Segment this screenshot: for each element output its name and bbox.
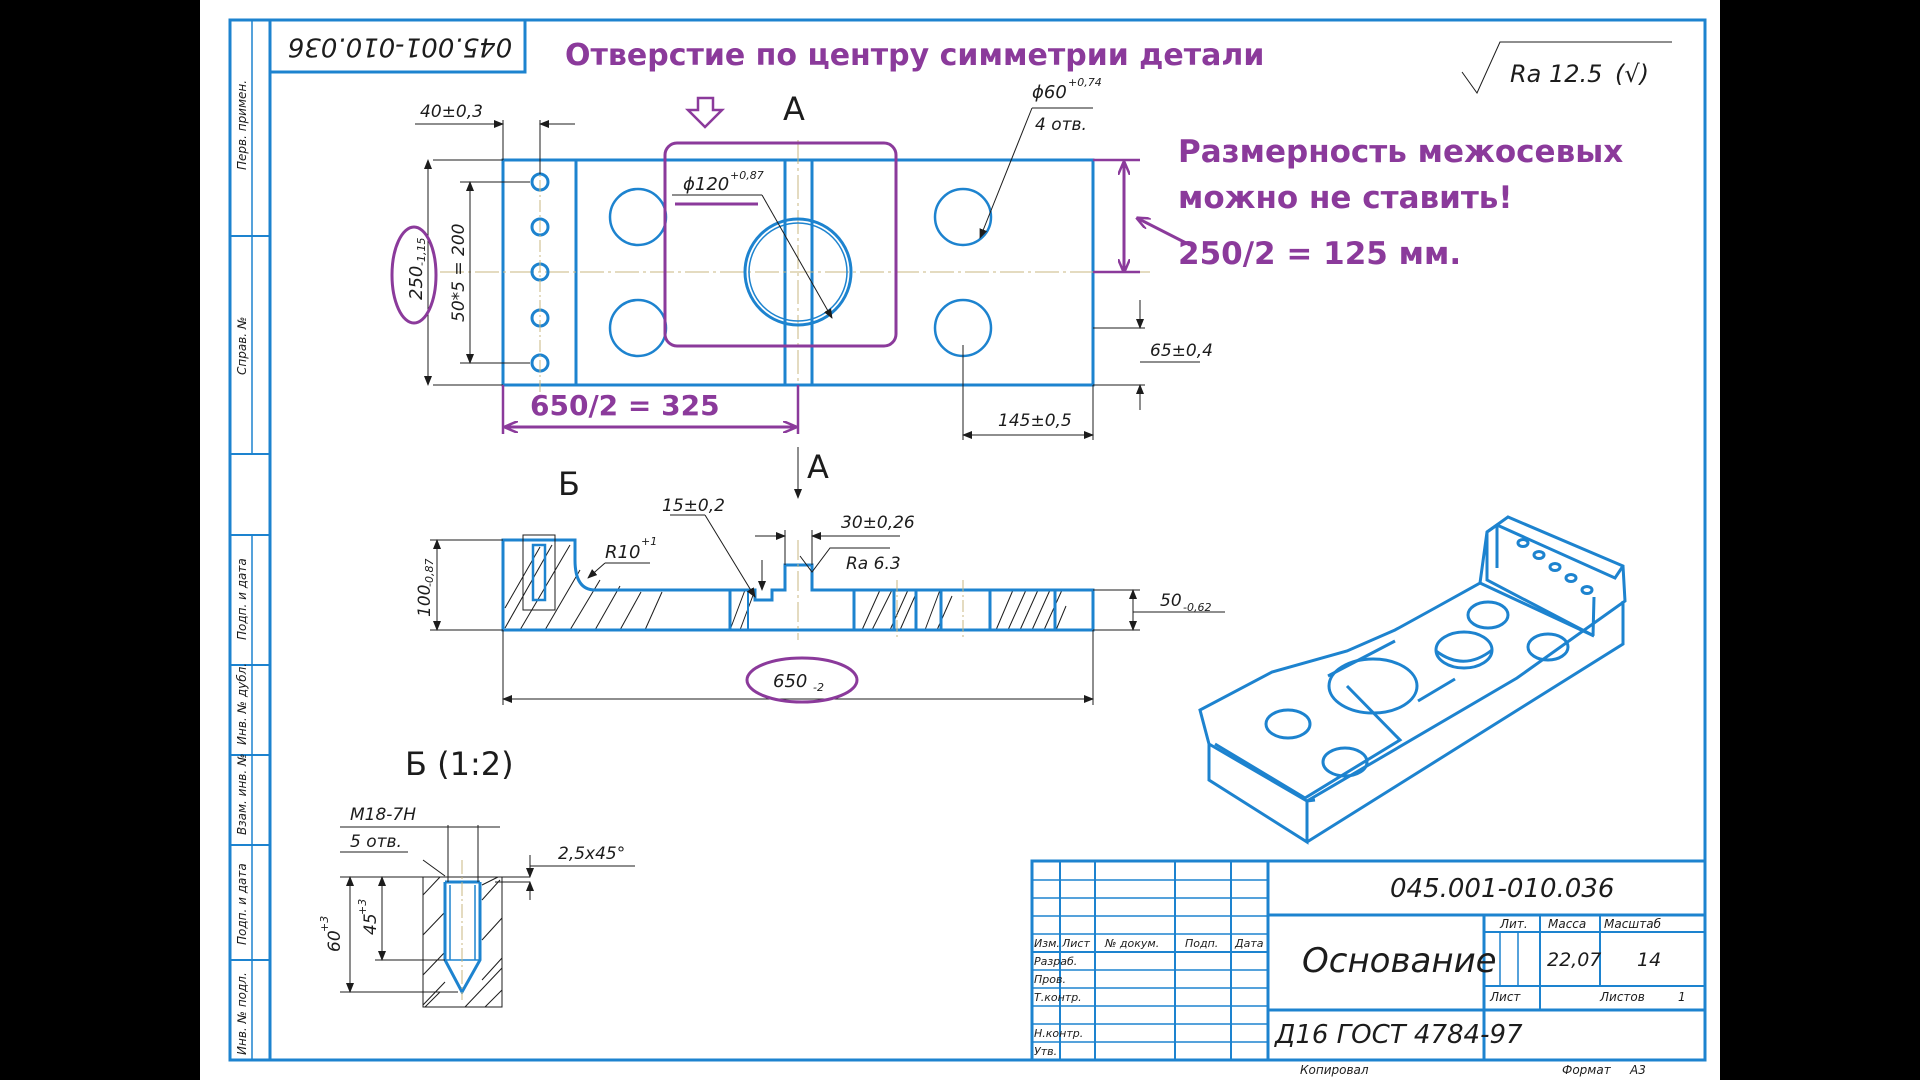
dim-d60-count: 4 отв. — [1035, 115, 1087, 135]
dim-30: 30±0,26 — [841, 513, 915, 533]
dim-50: 50 — [1160, 591, 1182, 611]
tb-role-6: Утв. — [1034, 1045, 1057, 1058]
tb-sheet-label: Лист — [1489, 990, 1521, 1004]
strip-label-5: Взам. инв. № — [235, 754, 249, 835]
dim-50-tol: -0,62 — [1183, 601, 1211, 614]
drawing-sheet: Перв. примен. Справ. № Подп. и дата Инв.… — [200, 0, 1720, 1080]
section-a-top: А — [783, 90, 805, 128]
dim-100-tol: -0,87 — [423, 559, 436, 587]
top-view — [440, 120, 1150, 400]
isometric-view — [1198, 515, 1627, 845]
tb-header-doc: № докум. — [1104, 937, 1159, 950]
strip-label-6: Подп. и дата — [235, 863, 249, 945]
dim-45-tol: +3 — [356, 899, 369, 915]
dim-45: 45 — [361, 913, 381, 935]
note-axis-1: Размерность межосевых — [1178, 134, 1623, 170]
dim-60b: 60 — [325, 930, 345, 952]
tb-scale: 14 — [1637, 949, 1661, 971]
tb-lit-label: Лит. — [1499, 917, 1528, 931]
dim-100: 100 — [415, 585, 435, 617]
tb-header-list: Лист — [1061, 937, 1090, 950]
tb-scale-label: Масштаб — [1604, 917, 1662, 931]
dim-250-tol: -1,15 — [415, 238, 428, 266]
dim-145: 145±0,5 — [998, 411, 1072, 431]
tb-mass: 22,07 — [1547, 949, 1601, 971]
dim-250: 250 — [406, 266, 427, 300]
tb-designation: 045.001-010.036 — [1390, 874, 1614, 904]
roughness-label: Ra 12.5 — [1510, 60, 1602, 88]
section-dimensions: 100 -0,87 50 -0,62 650 -2 15±0,2 30±0,26… — [415, 496, 1225, 705]
dim-60b-tol: +3 — [318, 916, 331, 932]
note-axis-3: 250/2 = 125 мм. — [1178, 236, 1461, 272]
roughness-symbol: Ra 12.5 (√) — [1461, 41, 1672, 94]
dim-ra63: Ra 6.3 — [846, 554, 901, 574]
detail-b-label: Б (1:2) — [405, 745, 514, 783]
technical-drawing: Перв. примен. Справ. № Подп. и дата Инв.… — [228, 18, 1707, 1077]
dim-chamfer: 2,5х45° — [558, 844, 625, 864]
dim-d60-tol: +0,74 — [1068, 76, 1102, 89]
tb-mass-label: Масса — [1548, 917, 1586, 931]
strip-label-2: Справ. № — [235, 317, 249, 375]
tb-format-label: Формат — [1562, 1063, 1612, 1077]
tb-copied: Копировал — [1300, 1063, 1369, 1077]
dim-65: 65±0,4 — [1150, 341, 1213, 361]
tb-sheets: 1 — [1678, 990, 1686, 1004]
section-b-label: Б — [558, 465, 580, 503]
strip-label-3: Подп. и дата — [235, 558, 249, 640]
dim-650: 650 — [773, 671, 807, 692]
mirrored-designation: 045.001-010.036 — [288, 32, 512, 62]
dim-thread: М18-7Н — [350, 805, 416, 825]
dim-50x5: 50*5 = 200 — [449, 224, 469, 322]
purple-annotations: Отверстие по центру симметрии детали Раз… — [501, 38, 1623, 434]
dim-d120-tol: +0,87 — [730, 169, 764, 182]
tb-role-2: Пров. — [1034, 973, 1066, 986]
tb-sheets-label: Листов — [1599, 990, 1645, 1004]
dim-15: 15±0,2 — [662, 496, 725, 516]
tb-header-izm: Изм. — [1034, 937, 1060, 950]
dim-thread-count: 5 отв. — [350, 832, 402, 852]
strip-label-7: Инв. № подл. — [235, 972, 249, 1055]
detail-b: Б (1:2) М18-7Н 5 отв. 2,5х45° — [318, 745, 635, 1008]
tb-part-name: Основание — [1302, 941, 1497, 981]
dim-r10: R10 — [605, 542, 640, 563]
left-strip: Перв. примен. Справ. № Подп. и дата Инв.… — [229, 19, 271, 1061]
tb-header-sign: Подп. — [1185, 937, 1218, 950]
note-center-hole: Отверстие по центру симметрии детали — [565, 38, 1264, 73]
title-block: Изм. Лист № докум. Подп. Дата Разраб. Пр… — [1030, 859, 1707, 1062]
strip-label-4: Инв. № дубл. — [235, 663, 249, 745]
tb-material: Д16 ГОСТ 4784-97 — [1274, 1020, 1523, 1050]
dim-r10-tol: +1 — [641, 535, 657, 548]
top-dimensions: 40±0,3 250 -1,15 50*5 = 200 65±0,4 145±0… — [390, 76, 1213, 499]
tb-role-3: Т.контр. — [1034, 991, 1082, 1004]
tb-format: А3 — [1629, 1063, 1646, 1077]
note-half-length: 650/2 = 325 — [530, 389, 720, 422]
roughness-suffix: (√) — [1615, 60, 1649, 88]
section-view: Б — [501, 465, 1095, 640]
dim-40: 40±0,3 — [420, 102, 483, 122]
tb-header-date: Дата — [1234, 937, 1264, 950]
strip-label-1: Перв. примен. — [235, 80, 249, 170]
dim-d60: ϕ60 — [1032, 82, 1067, 103]
dim-d120: ϕ120 — [683, 174, 729, 195]
note-axis-2: можно не ставить! — [1178, 180, 1513, 216]
tb-role-5: Н.контр. — [1034, 1027, 1083, 1040]
dim-650-tol: -2 — [813, 681, 824, 694]
tb-role-1: Разраб. — [1034, 955, 1077, 968]
section-a-bottom: А — [807, 448, 829, 486]
